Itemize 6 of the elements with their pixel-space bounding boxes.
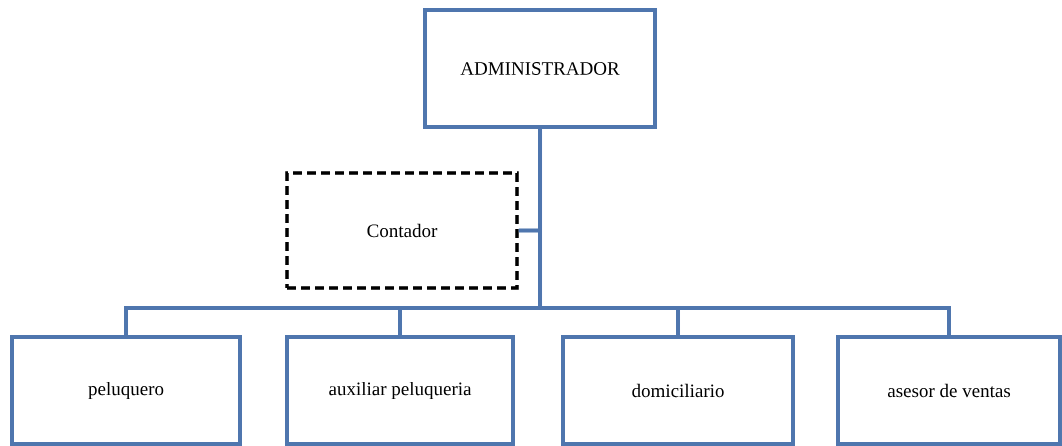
dashed-box: Contador [285, 171, 519, 290]
position-box: peluquero [10, 335, 242, 446]
position-box: asesor de ventas [836, 335, 1062, 446]
position-box: auxiliar peluqueria [285, 335, 515, 446]
position-box: domiciliario [561, 335, 795, 446]
position-box: ADMINISTRADOR [423, 8, 657, 129]
